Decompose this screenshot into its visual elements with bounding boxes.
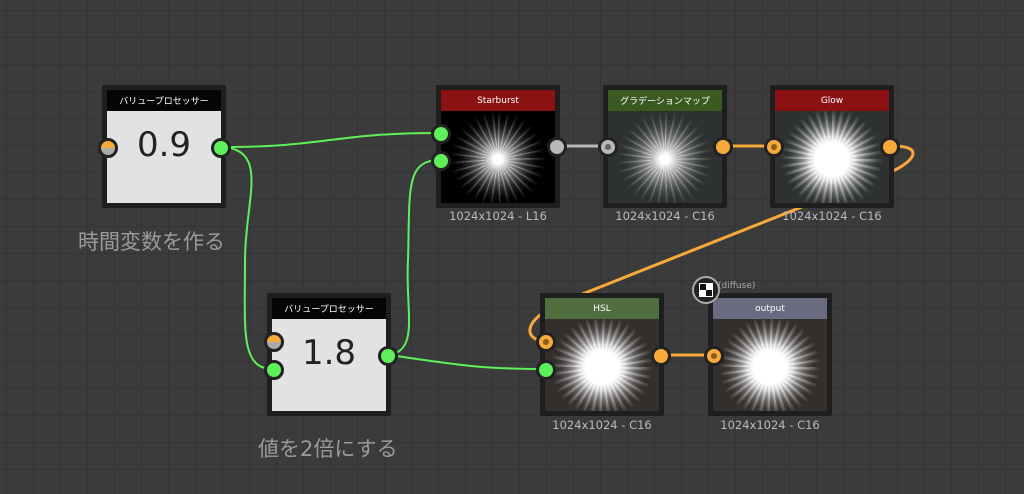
node-title: HSL: [545, 298, 659, 319]
starburst-node[interactable]: Starburst: [436, 85, 560, 208]
input-port[interactable]: [431, 151, 451, 171]
node-info: 1024x1024 - L16: [449, 209, 547, 223]
output-checker-icon: [692, 276, 720, 304]
output-port[interactable]: [547, 137, 567, 157]
node-title: グラデーションマップ: [608, 90, 722, 111]
output-port[interactable]: [211, 138, 231, 158]
input-port[interactable]: [598, 137, 618, 157]
input-port[interactable]: [536, 360, 556, 380]
value-processor-node-1[interactable]: バリュープロセッサー 0.9: [102, 85, 226, 208]
glow-node[interactable]: Glow: [770, 85, 894, 208]
hsl-node[interactable]: HSL: [540, 293, 664, 416]
input-port[interactable]: [764, 137, 784, 157]
node-title: バリュープロセッサー: [107, 90, 221, 111]
node-info: 1024x1024 - C16: [552, 418, 652, 432]
output-port[interactable]: [378, 346, 398, 366]
input-port[interactable]: [704, 346, 724, 366]
node-title: Glow: [775, 90, 889, 111]
wire-vp2-hsl: [388, 354, 546, 370]
node-title: output: [713, 298, 827, 319]
frame-comment: 値を2倍にする: [258, 437, 398, 461]
node-info: 1024x1024 - C16: [615, 209, 715, 223]
input-port[interactable]: [264, 332, 284, 352]
frame-comment: 時間変数を作る: [78, 230, 225, 254]
input-port[interactable]: [98, 138, 118, 158]
node-value: 0.9: [136, 125, 192, 165]
output-port[interactable]: [880, 137, 900, 157]
input-port[interactable]: [264, 360, 284, 380]
node-value: 1.8: [301, 333, 357, 373]
thumbnail-preview: [443, 111, 553, 203]
output-node[interactable]: output: [708, 293, 832, 416]
input-port[interactable]: [431, 124, 451, 144]
node-title: バリュープロセッサー: [272, 298, 386, 319]
thumbnail-preview: [547, 319, 657, 411]
input-port[interactable]: [536, 332, 556, 352]
output-usage-label: (diffuse): [718, 281, 756, 291]
node-info: 1024x1024 - C16: [782, 209, 882, 223]
wire-vp1-starburst: [221, 132, 441, 148]
node-info: 1024x1024 - C16: [720, 418, 820, 432]
output-port[interactable]: [713, 137, 733, 157]
node-title: Starburst: [441, 90, 555, 111]
thumbnail-preview: [610, 111, 720, 203]
thumbnail-preview: [715, 319, 825, 411]
wire-vp2-starburst: [388, 159, 441, 356]
thumbnail-preview: [777, 111, 887, 203]
wire-vp1-vp2: [221, 146, 274, 370]
output-port[interactable]: [651, 346, 671, 366]
gradient-map-node[interactable]: グラデーションマップ: [603, 85, 727, 208]
value-processor-node-2[interactable]: バリュープロセッサー 1.8: [267, 293, 391, 416]
